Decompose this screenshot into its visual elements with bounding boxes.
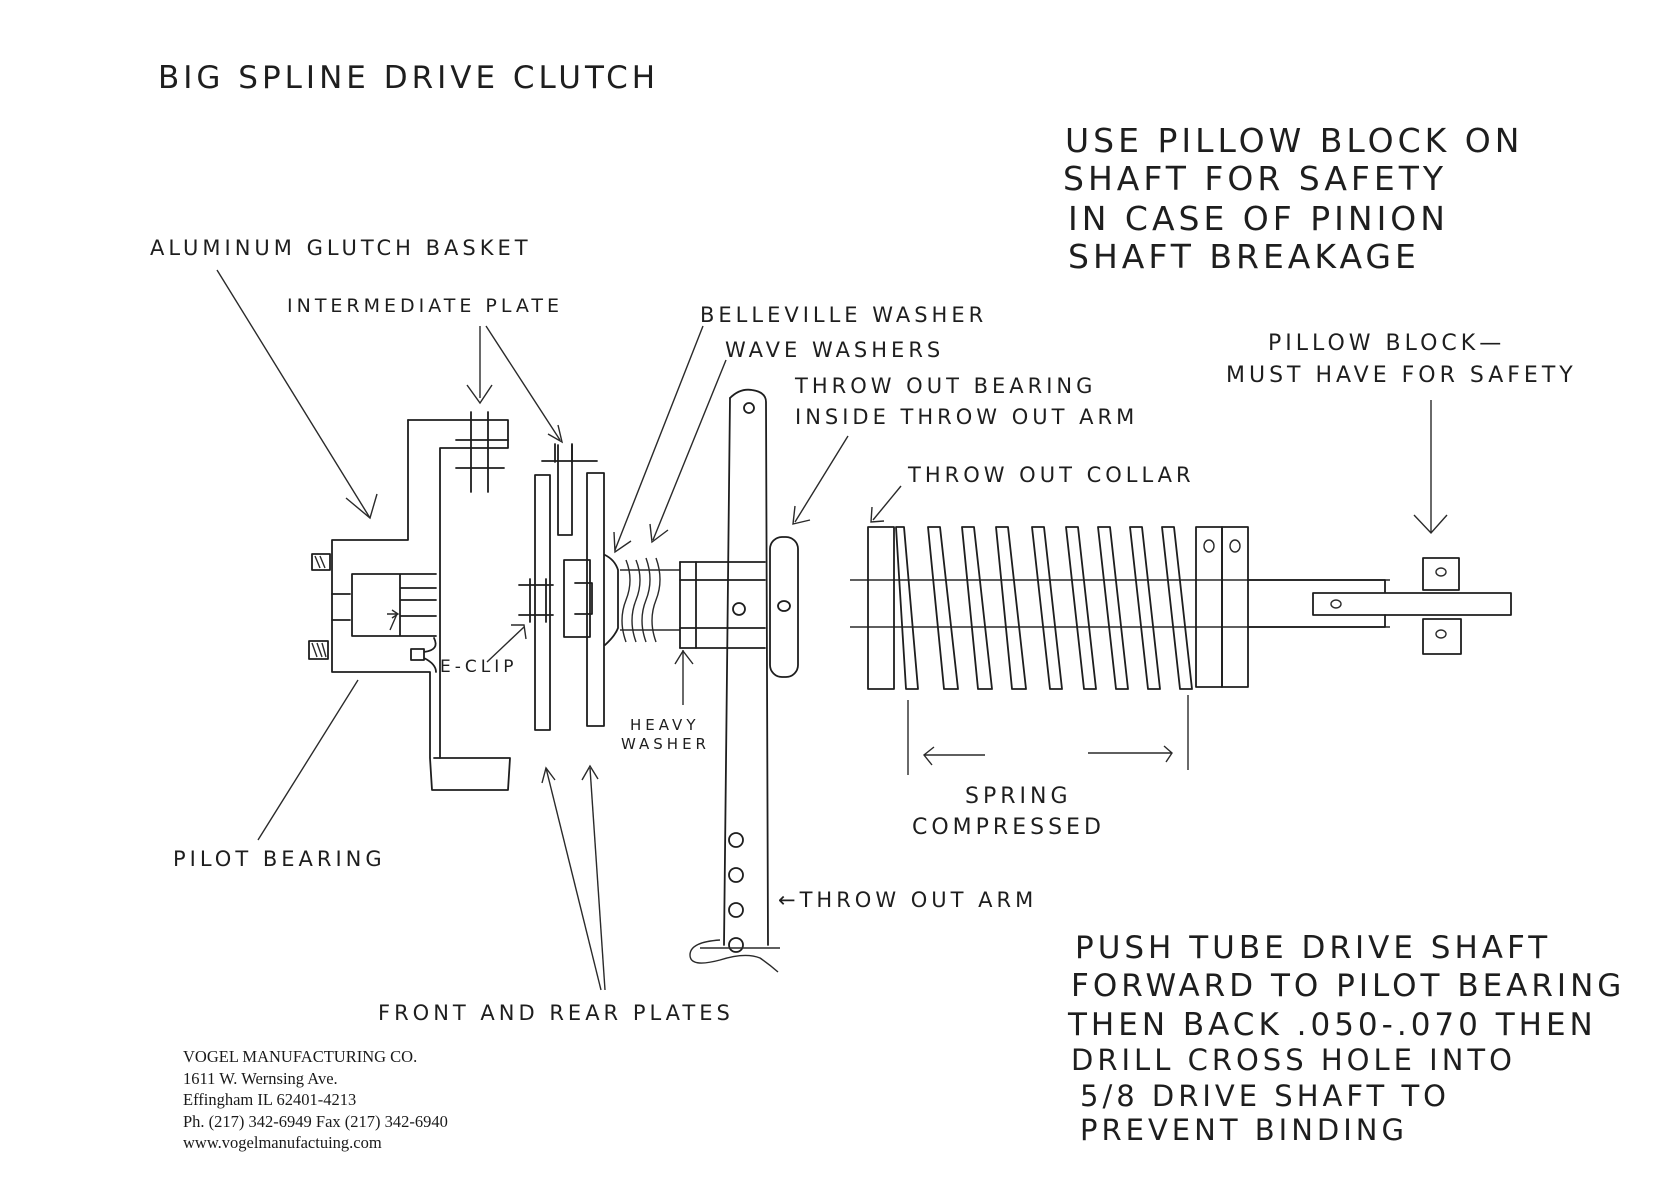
intermediate-plate: [557, 444, 573, 536]
leader-rear-plate: [589, 767, 606, 991]
dimension-arrow: [923, 746, 985, 766]
pillow-block-bottom: [1422, 618, 1462, 655]
spring-coils: [895, 526, 1193, 690]
front-plate: [534, 474, 551, 731]
wave-washers: [620, 557, 766, 649]
arrowhead: [345, 493, 378, 520]
e-clip: [410, 637, 437, 673]
arrowhead: [613, 531, 632, 554]
label-pilot-bearing: PILOT BEARING: [173, 847, 386, 871]
arrowhead: [649, 523, 669, 544]
label-belleville-washer: BELLEVILLE WASHER: [700, 303, 987, 327]
company-address: 1611 W. Wernsing Ave.: [183, 1068, 338, 1088]
dimension-arrow: [1088, 745, 1173, 763]
instruction-line: PREVENT BINDING: [1080, 1113, 1408, 1147]
instruction-line: FORWARD TO PILOT BEARING: [1071, 968, 1625, 1004]
label-pillow-block: PILLOW BLOCK—: [1268, 331, 1505, 356]
arm-hole: [728, 832, 744, 848]
belleville-washer: [604, 554, 619, 646]
company-footer: VOGEL MANUFACTURING CO. 1611 W. Wernsing…: [183, 1046, 448, 1154]
arrowhead: [870, 506, 885, 523]
company-name: VOGEL MANUFACTURING CO.: [183, 1047, 418, 1066]
dimension-line: [907, 695, 1189, 775]
arm-hole: [728, 867, 744, 883]
label-throw-out-bearing: THROW OUT BEARING: [794, 374, 1096, 398]
throw-out-bearing: [769, 536, 799, 678]
aluminum-clutch-basket: [308, 411, 511, 791]
label-e-clip: E-CLIP: [440, 657, 517, 677]
rear-plate: [586, 472, 605, 727]
heavy-washer: [679, 561, 697, 649]
throw-out-arm: [689, 388, 799, 973]
arrowhead: [547, 424, 564, 444]
diagram-title: BIG SPLINE DRIVE CLUTCH: [158, 60, 659, 96]
spring-collar: [1221, 526, 1249, 688]
leader-e-clip: [486, 626, 525, 663]
leader-pilot-bearing: [257, 679, 359, 841]
spring-collar: [1195, 526, 1223, 688]
label-aluminum-clutch-basket: ALUMINUM GLUTCH BASKET: [150, 236, 532, 260]
arrowhead: [1413, 514, 1448, 535]
drive-tube: [1312, 592, 1512, 616]
label-throw-out-arm: ←THROW OUT ARM: [778, 888, 1037, 912]
arm-hole: [728, 902, 744, 918]
company-phone: Ph. (217) 342-6949 Fax (217) 342-6940: [183, 1111, 448, 1131]
leader-belleville-washer: [614, 325, 704, 551]
safety-note-line: SHAFT FOR SAFETY: [1063, 159, 1447, 198]
safety-note-line: USE PILLOW BLOCK ON: [1065, 121, 1523, 160]
instruction-line: DRILL CROSS HOLE INTO: [1071, 1043, 1516, 1077]
pillow-block-top: [1422, 557, 1460, 591]
safety-note-line: SHAFT BREAKAGE: [1068, 237, 1420, 276]
clutch-plates: [518, 443, 619, 731]
pillow-block-assembly: [1247, 557, 1512, 655]
instruction-line: THEN BACK .050-.070 THEN: [1067, 1007, 1597, 1043]
arrowhead: [581, 764, 599, 781]
stud: [308, 640, 329, 660]
label-wave-washers: WAVE WASHERS: [725, 338, 944, 362]
arrowhead: [792, 505, 811, 525]
arrowhead: [674, 649, 694, 665]
label-throw-out-collar: THROW OUT COLLAR: [907, 463, 1195, 487]
leader-front-plate: [545, 767, 602, 991]
company-city: Effingham IL 62401-4213: [183, 1090, 357, 1109]
arrowhead: [541, 766, 556, 784]
safety-note: USE PILLOW BLOCK ON SHAFT FOR SAFETY IN …: [1063, 121, 1523, 276]
label-intermediate-plate: INTERMEDIATE PLATE: [287, 295, 563, 317]
leader-intermediate-plate: [485, 325, 561, 441]
label-throw-out-bearing: INSIDE THROW OUT ARM: [795, 405, 1138, 429]
leader-throw-out-collar: [872, 485, 902, 521]
stud: [311, 553, 331, 571]
arm-hole: [728, 937, 744, 953]
company-website[interactable]: www.vogelmanufactuing.com: [183, 1133, 382, 1152]
label-heavy-washer: HEAVY: [630, 716, 699, 734]
label-spring: SPRING: [965, 784, 1072, 809]
leader-throw-out-bearing: [794, 435, 849, 523]
label-front-rear-plates: FRONT AND REAR PLATES: [378, 1001, 734, 1025]
label-heavy-washer: WASHER: [621, 735, 710, 753]
safety-note-line: IN CASE OF PINION: [1068, 199, 1449, 238]
leader-lines: [216, 269, 1448, 991]
label-spring: COMPRESSED: [912, 815, 1105, 840]
spring-assembly: [850, 526, 1390, 775]
leader-aluminum-basket: [216, 269, 371, 519]
instruction-line: PUSH TUBE DRIVE SHAFT: [1075, 930, 1551, 966]
arrowhead: [511, 624, 527, 640]
leader-wave-washers: [652, 359, 727, 541]
label-pillow-block: MUST HAVE FOR SAFETY: [1226, 363, 1577, 388]
throw-out-collar: [867, 526, 895, 690]
instructions-note: PUSH TUBE DRIVE SHAFT FORWARD TO PILOT B…: [1067, 930, 1625, 1147]
instruction-line: 5/8 DRIVE SHAFT TO: [1080, 1079, 1450, 1113]
arrowhead: [466, 384, 493, 405]
